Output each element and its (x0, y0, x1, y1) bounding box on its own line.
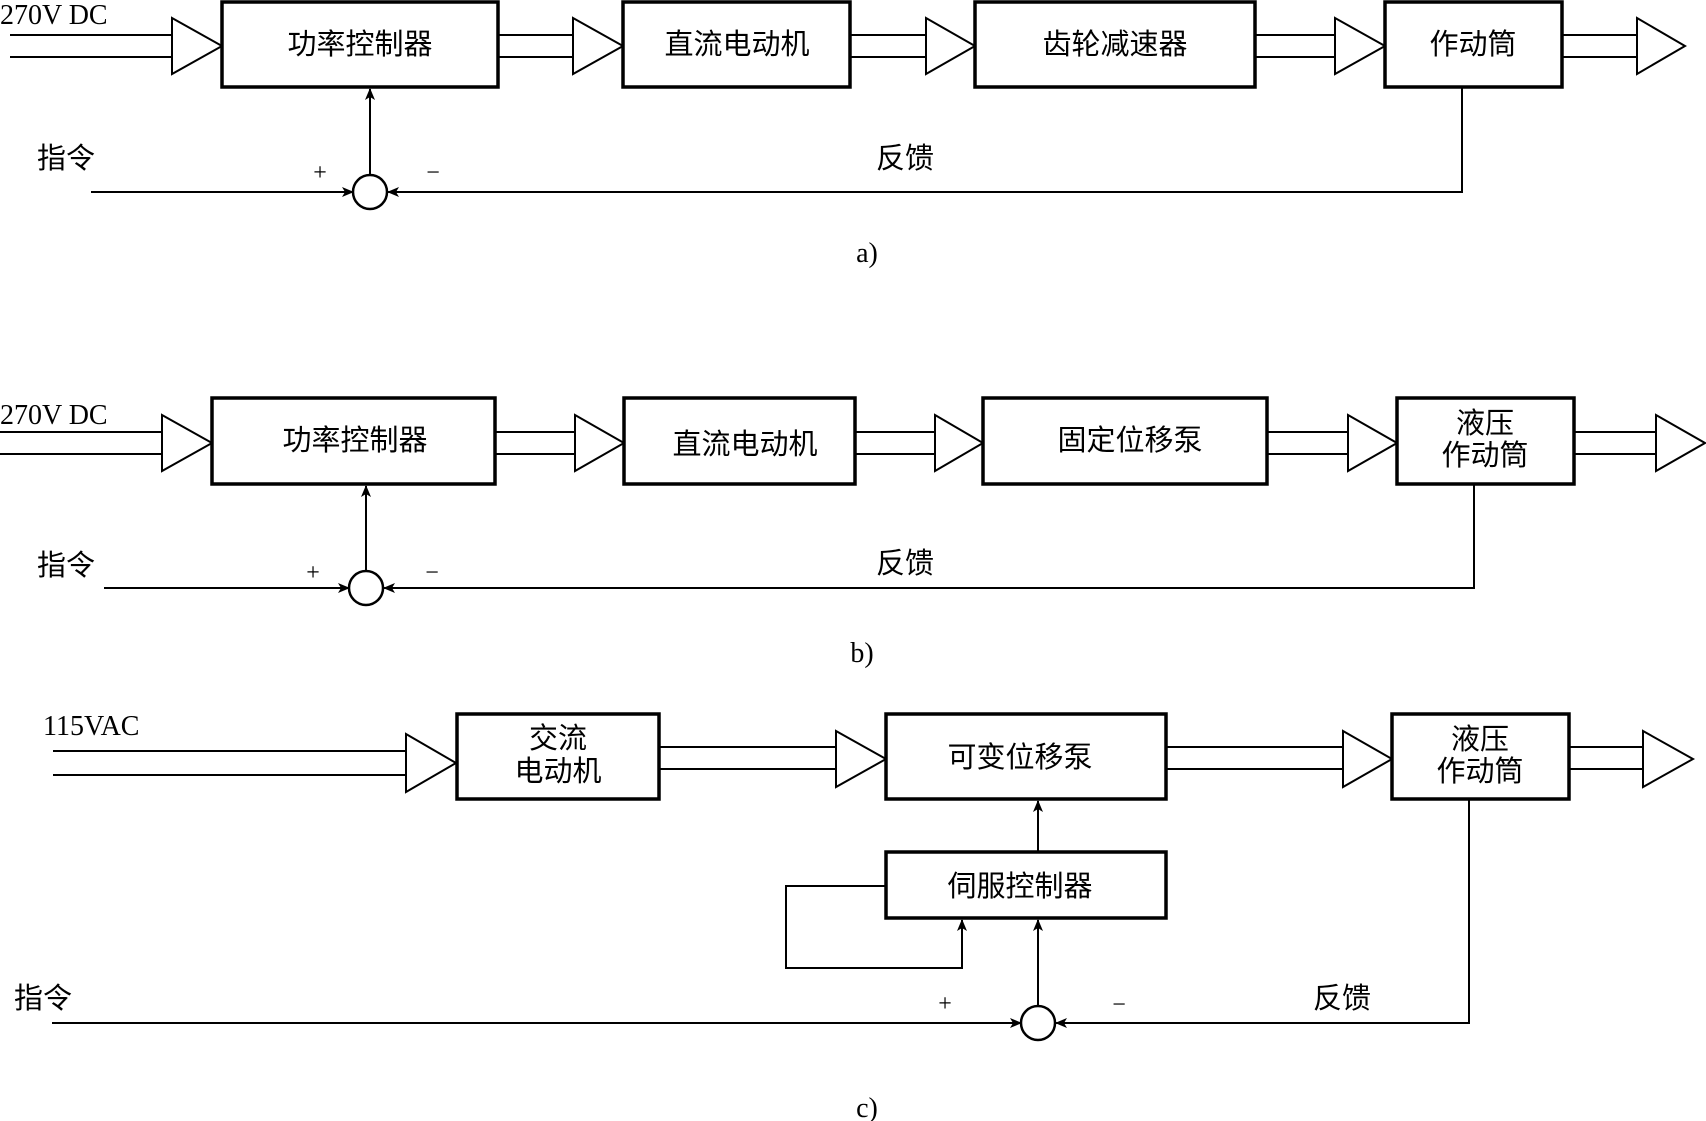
block-label: 可变位移泵 (947, 740, 1092, 774)
block-label: 固定位移泵 (1057, 423, 1202, 457)
block-gear-reducer (973, 0, 1257, 89)
block-fixed-displacement-pump (981, 396, 1269, 486)
caption: a) (856, 238, 878, 269)
summing-junction (347, 569, 385, 607)
command-label: 指令 (14, 981, 72, 1015)
feedback-label: 反馈 (876, 141, 934, 175)
block-label-line1: 液压 (1456, 406, 1514, 440)
servo-inner-loop-line (785, 885, 967, 969)
block-label-line2: 电动机 (514, 754, 601, 788)
flow-arrow-icon (934, 413, 985, 473)
block-label-line2: 作动筒 (1441, 438, 1528, 472)
feedback-label: 反馈 (1313, 981, 1371, 1015)
flow-arrow-icon (171, 16, 225, 76)
block-label: 直流电动机 (664, 27, 809, 61)
feedback-line (383, 484, 1475, 593)
block-power-controller (210, 396, 497, 486)
minus-sign: − (1112, 992, 1126, 1018)
feedback-label: 反馈 (876, 546, 934, 580)
block-label: 伺服控制器 (947, 869, 1092, 903)
block-label: 功率控制器 (282, 423, 427, 457)
flow-arrow-icon (405, 732, 458, 794)
summing-junction (1019, 1004, 1057, 1042)
block-actuator (1383, 0, 1564, 89)
minus-sign: − (425, 560, 439, 586)
flow-arrow-icon (572, 16, 626, 76)
flow-arrow-icon (574, 413, 627, 473)
power-input-label: 270V DC (0, 0, 108, 31)
block-label-line2: 作动筒 (1436, 754, 1523, 788)
summing-junction (351, 173, 389, 211)
flow-arrow-icon (161, 413, 215, 473)
block-ac-motor (455, 712, 661, 801)
block-hydraulic-actuator (1395, 396, 1576, 486)
feedback-line (1055, 799, 1470, 1028)
block-label: 功率控制器 (287, 27, 432, 61)
output-arrow-icon (1655, 413, 1706, 473)
command-label: 指令 (37, 141, 95, 175)
flow-arrow-icon (1347, 413, 1400, 473)
block-label: 直流电动机 (672, 427, 817, 461)
output-arrow-icon (1636, 16, 1687, 76)
diagram-a: 270V DC 功率控制器 直流电动机 齿轮减速器 作动筒 指令 + − 反馈 (0, 0, 1687, 269)
flow-arrow-icon (925, 16, 978, 76)
flow-arrow-icon (1342, 729, 1395, 789)
block-label: 齿轮减速器 (1042, 27, 1187, 61)
block-label: 作动筒 (1429, 27, 1516, 61)
output-arrow-icon (1642, 729, 1696, 789)
block-dc-motor (621, 0, 852, 89)
block-power-controller (220, 0, 500, 89)
power-input-label: 270V DC (0, 400, 108, 431)
block-hydraulic-actuator (1390, 712, 1571, 801)
plus-sign: + (306, 560, 320, 586)
block-servo-controller (884, 850, 1168, 920)
caption: c) (856, 1093, 878, 1121)
flow-arrow-icon (835, 729, 889, 789)
caption: b) (850, 638, 873, 669)
minus-sign: − (426, 160, 440, 186)
plus-sign: + (313, 160, 327, 186)
feedback-line (387, 87, 1463, 197)
block-label-line1: 交流 (529, 721, 587, 755)
diagram-b: 270V DC 功率控制器 直流电动机 固定位移泵 液压 作动筒 指令 + − (0, 396, 1706, 669)
block-label-line1: 液压 (1451, 722, 1509, 756)
command-label: 指令 (37, 548, 95, 582)
diagram-c: 115VAC 交流 电动机 可变位移泵 液压 作动筒 伺服控制器 指令 + − (14, 711, 1696, 1121)
power-input-label: 115VAC (43, 711, 139, 742)
block-dc-motor (622, 396, 857, 486)
flow-arrow-icon (1334, 16, 1388, 76)
block-variable-displacement-pump (884, 712, 1168, 801)
plus-sign: + (938, 991, 952, 1017)
